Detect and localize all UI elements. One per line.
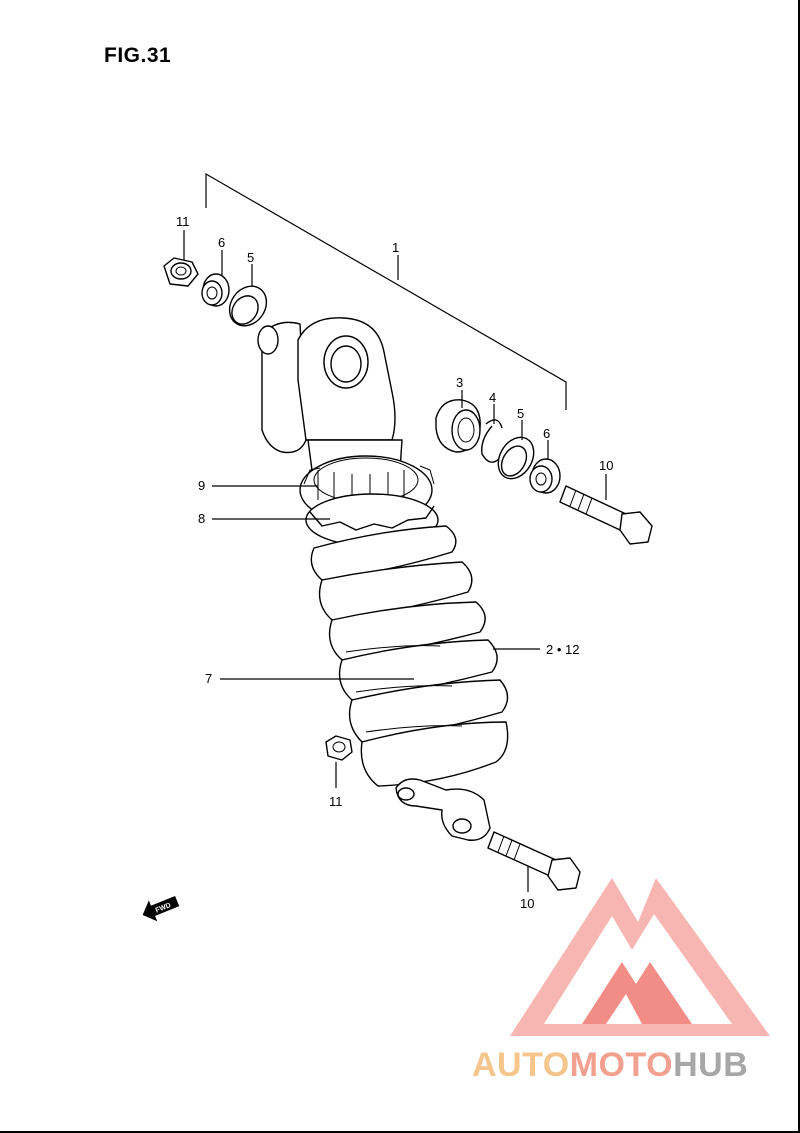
callout-6-upper: 6	[218, 235, 225, 250]
callout-2-12: 2 • 12	[546, 642, 579, 657]
brand-part-moto: MOTO	[569, 1046, 674, 1084]
circlip-4	[481, 419, 503, 463]
seal-5-upper	[228, 285, 268, 327]
callout-11-upper: 11	[176, 214, 190, 229]
brand-wordmark: AUTOMOTOHUB	[472, 1046, 748, 1085]
brand-part-auto: AUTO	[472, 1046, 570, 1084]
coil-spring	[310, 525, 509, 787]
callout-1: 1	[392, 240, 399, 255]
callout-3: 3	[456, 375, 463, 390]
bolt-10-lower	[487, 831, 581, 891]
callout-9: 9	[198, 478, 205, 493]
bolt-10-upper	[559, 485, 653, 545]
lower-clevis	[395, 778, 491, 841]
seal-5-lower	[497, 436, 535, 480]
nut-11-upper	[163, 257, 199, 287]
fwd-arrow-icon: FWD	[142, 895, 180, 922]
figure-title: FIG.31	[104, 44, 172, 67]
assembly-bracket	[205, 172, 567, 410]
callout-6-lower: 6	[543, 426, 550, 441]
automotohub-logo-icon	[510, 878, 770, 1036]
bearing-3	[435, 399, 481, 453]
callout-8: 8	[198, 511, 205, 526]
callout-10-lower: 10	[520, 896, 534, 911]
reservoir	[257, 321, 307, 454]
callout-4: 4	[489, 390, 496, 405]
nut-11-lower	[325, 735, 353, 761]
bushing-6-upper	[201, 273, 230, 307]
callout-11-lower: 11	[329, 794, 343, 809]
callout-5-upper: 5	[247, 250, 254, 265]
callout-10-upper: 10	[599, 458, 613, 473]
damper-top-eye	[297, 317, 403, 479]
bushing-6-lower	[529, 458, 561, 494]
brand-part-hub: HUB	[673, 1046, 749, 1084]
callout-7: 7	[205, 671, 212, 686]
callout-5-lower: 5	[517, 406, 524, 421]
